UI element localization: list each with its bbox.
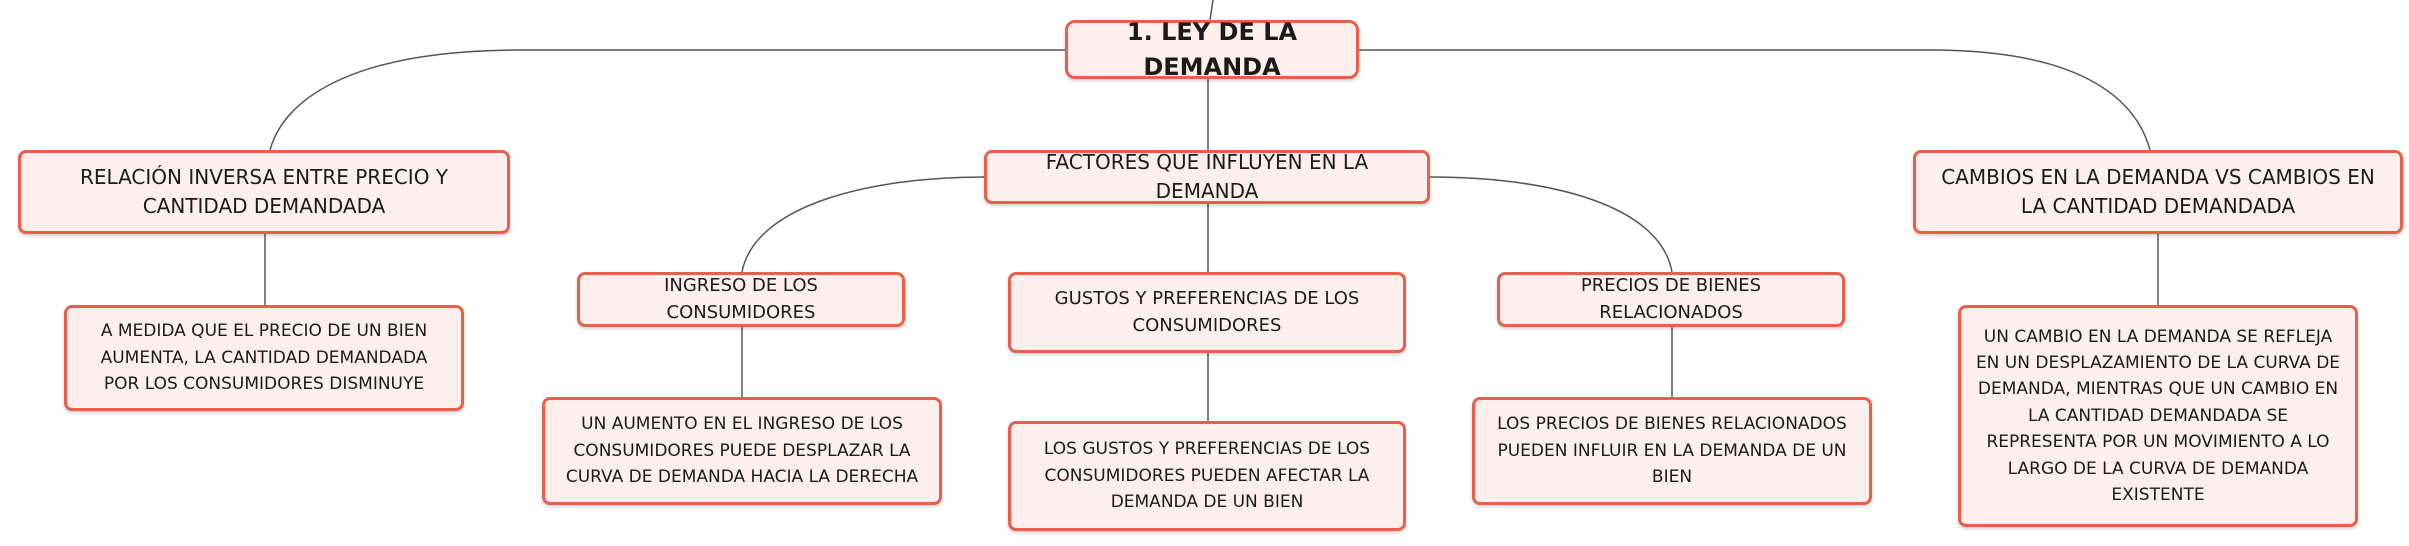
connector-root-changes [1355, 49, 2151, 151]
detail-consumer-income[interactable]: UN AUMENTO EN EL INGRESO DE LOS CONSUMID… [542, 397, 942, 505]
node-related-prices[interactable]: PRECIOS DE BIENES RELACIONADOS [1497, 272, 1845, 327]
connector-root-inverse [269, 49, 1065, 151]
node-demand-changes[interactable]: CAMBIOS EN LA DEMANDA VS CAMBIOS EN LA C… [1913, 150, 2403, 234]
connector-root-parent [1209, 0, 1214, 21]
detail-tastes-preferences[interactable]: LOS GUSTOS Y PREFERENCIAS DE LOS CONSUMI… [1008, 421, 1406, 531]
detail-related-prices[interactable]: LOS PRECIOS DE BIENES RELACIONADOS PUEDE… [1472, 397, 1872, 505]
connector-factors-related [1429, 176, 1673, 273]
connector-factors-income [741, 176, 985, 273]
detail-inverse-relation[interactable]: A MEDIDA QUE EL PRECIO DE UN BIEN AUMENT… [64, 305, 464, 411]
node-inverse-relation[interactable]: RELACIÓN INVERSA ENTRE PRECIO Y CANTIDAD… [18, 150, 510, 234]
node-demand-factors[interactable]: FACTORES QUE INFLUYEN EN LA DEMANDA [984, 150, 1430, 204]
detail-demand-changes[interactable]: UN CAMBIO EN LA DEMANDA SE REFLEJA EN UN… [1958, 305, 2358, 527]
node-consumer-income[interactable]: INGRESO DE LOS CONSUMIDORES [577, 272, 905, 327]
root-node[interactable]: 1. LEY DE LA DEMANDA [1065, 18, 1359, 81]
node-tastes-preferences[interactable]: GUSTOS Y PREFERENCIAS DE LOS CONSUMIDORE… [1008, 272, 1406, 353]
